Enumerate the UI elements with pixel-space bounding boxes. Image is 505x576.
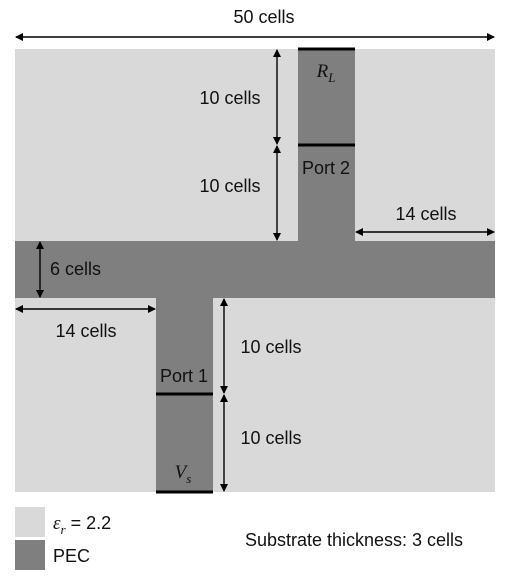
left-arm-label: 14 cells	[55, 321, 116, 341]
legend-substrate-swatch	[15, 507, 45, 537]
top-stub-lower-label: 10 cells	[199, 176, 260, 196]
bottom-stub-lower-label: 10 cells	[240, 428, 301, 448]
right-arm-label: 14 cells	[395, 204, 456, 224]
legend-substrate-label: εr = 2.2	[53, 513, 111, 537]
substrate-thickness-note: Substrate thickness: 3 cells	[245, 530, 463, 550]
strip-width-label: 6 cells	[50, 259, 101, 279]
port1-label: Port 1	[160, 366, 208, 386]
port2-label: Port 2	[302, 158, 350, 178]
total-width-label: 50 cells	[233, 7, 294, 27]
load-label: RL	[316, 61, 336, 85]
source-label: Vs	[175, 462, 192, 486]
pec-horizontal-strip	[15, 241, 495, 298]
legend-pec-label: PEC	[53, 546, 90, 566]
legend-pec-swatch	[15, 540, 45, 570]
bottom-stub-upper-label: 10 cells	[240, 337, 301, 357]
top-stub-upper-label: 10 cells	[199, 88, 260, 108]
